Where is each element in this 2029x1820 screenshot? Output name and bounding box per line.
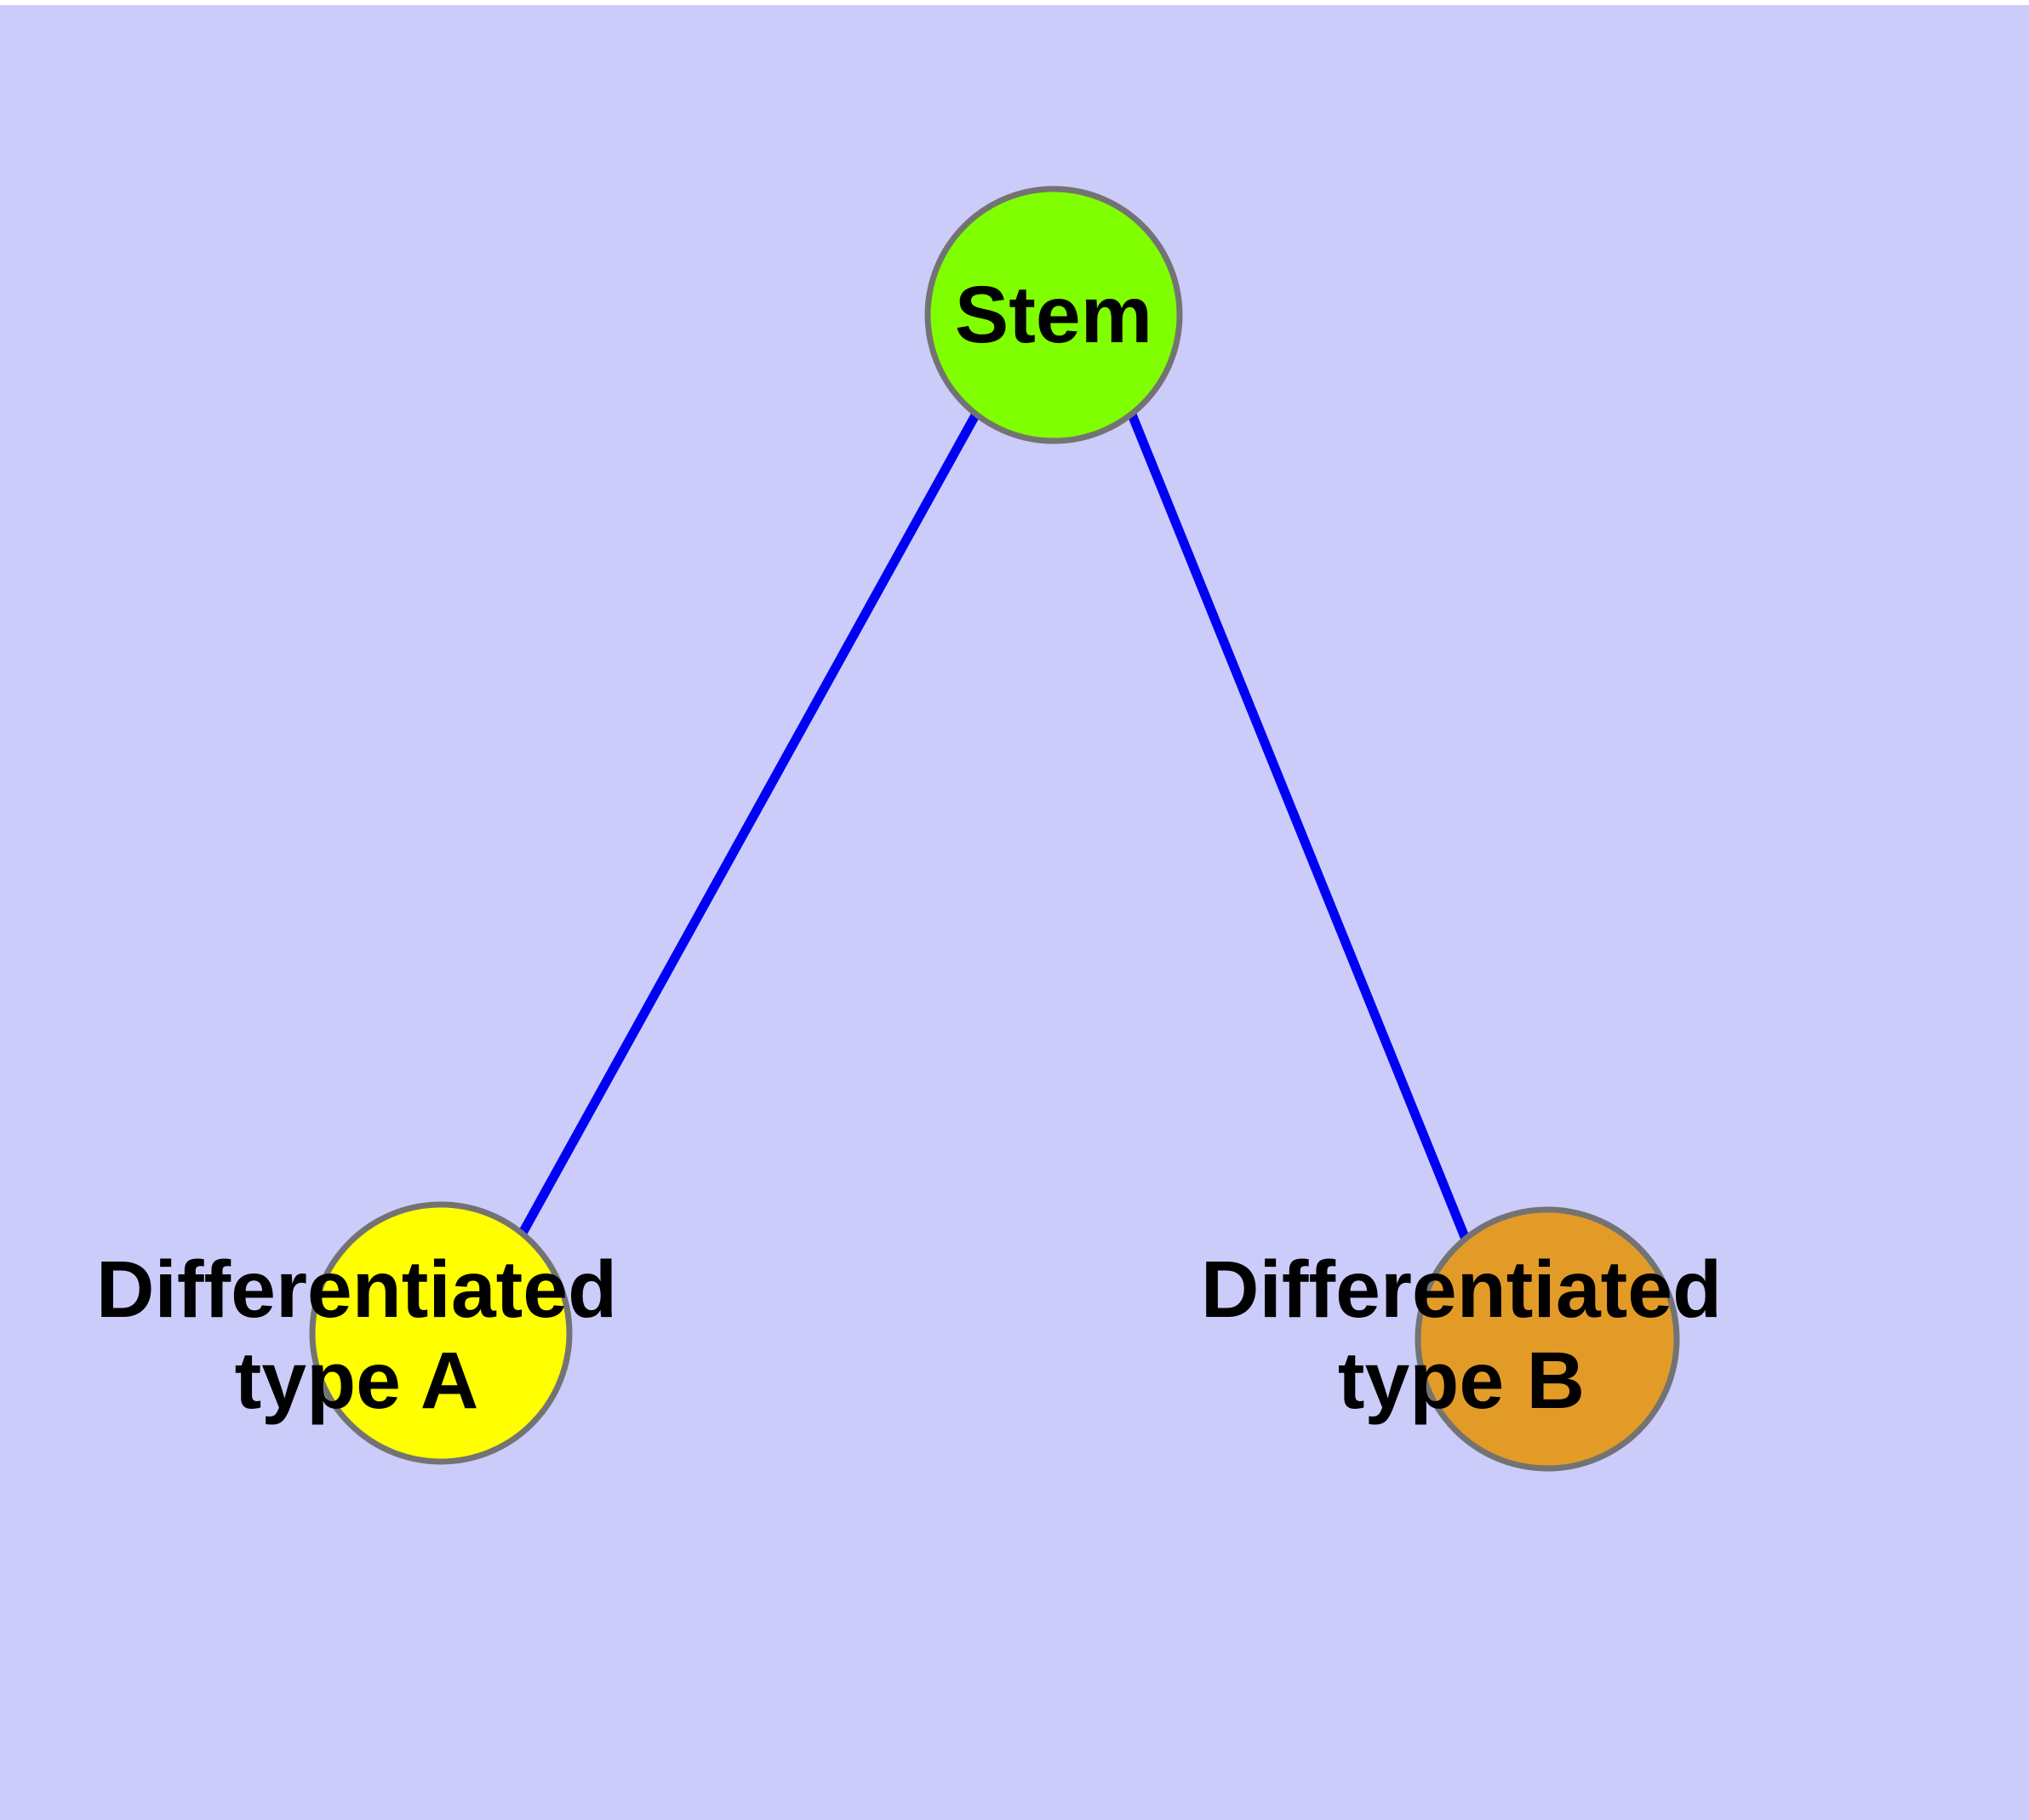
graph-node-diff-b[interactable] — [1415, 1206, 1680, 1472]
graph-edge-stem-to-diff-b[interactable] — [1127, 412, 1472, 1244]
node-label-line: Differentiated — [1201, 1245, 1722, 1335]
top-white-strip — [0, 0, 2029, 5]
node-label-line: type B — [1338, 1336, 1585, 1426]
graph-edge-stem-to-diff-a[interactable] — [517, 411, 980, 1239]
node-label-line: type A — [235, 1336, 479, 1426]
graph-node-diff-a[interactable] — [309, 1201, 573, 1465]
node-label-stem: Stem — [955, 270, 1152, 360]
node-label-line: Differentiated — [96, 1245, 617, 1335]
edges-layer — [517, 411, 1472, 1244]
node-label-line: Stem — [955, 270, 1152, 360]
graph-node-stem[interactable] — [924, 186, 1183, 444]
nodes-layer — [309, 186, 1680, 1472]
